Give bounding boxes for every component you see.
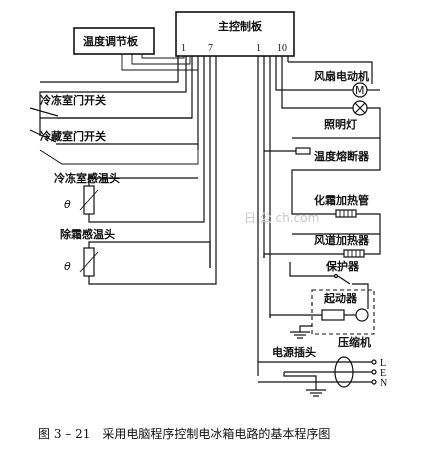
freezer-sensor: 冷冻室感温头 θ (54, 171, 205, 223)
defrost-heater-label: 化霜加热管 (314, 193, 369, 207)
terminal-E: E (380, 368, 386, 379)
light-bulb: 照明灯 (281, 100, 381, 138)
protector: 保护器 (289, 259, 360, 285)
main-control-board-title: 主控制板 (218, 19, 263, 33)
plug-ground-icon (283, 372, 326, 397)
freezer-door-switch: 冷冻室门开关 (29, 93, 192, 119)
fridge-door-switch-label: 冷藏室门开关 (40, 129, 106, 143)
main-control-board: 主控制板 1 7 1 10 (175, 11, 295, 57)
starter-label: 起动器 (323, 291, 358, 305)
defrost-sensor-label: 除霜感温头 (60, 227, 115, 241)
light-label: 照明灯 (324, 117, 357, 131)
duct-heater: 风道加热器 (263, 233, 381, 258)
duct-heater-label: 风道加热器 (314, 233, 370, 247)
pin-left-7: 7 (208, 43, 213, 54)
pin-left-1: 1 (181, 43, 186, 54)
terminal-N: N (380, 378, 387, 389)
power-plug-label: 电源插头 (272, 345, 316, 359)
freezer-door-switch-label: 冷冻室门开关 (40, 93, 106, 107)
defrost-theta-icon: θ (64, 260, 71, 273)
thermal-fuse-label: 温度熔断器 (314, 149, 370, 163)
protector-label: 保护器 (325, 259, 360, 273)
freezer-sensor-label: 冷冻室感温头 (54, 171, 120, 185)
right-wire-bundle (257, 56, 289, 376)
defrost-sensor: 除霜感温头 θ (60, 227, 217, 285)
fridge-door-switch: 冷藏室门开关 (29, 129, 199, 165)
watermark: 日 公 ch.com (244, 211, 319, 225)
defrost-heater: 化霜加热管 (291, 190, 381, 234)
power-plug: 电源插头 L E N (258, 345, 387, 389)
terminal-L: L (380, 358, 386, 369)
thermal-fuse: 温度熔断器 (264, 137, 381, 190)
left-wire-bundle (39, 56, 217, 278)
fan-motor: 风扇电动机 M (275, 61, 380, 98)
temp-adjust-board: 温度调节板 (73, 27, 155, 55)
fan-motor-label: 风扇电动机 (314, 69, 369, 83)
compressor-label: 压缩机 (338, 335, 371, 349)
motor-icon: M (355, 84, 365, 97)
compressor-ground-icon (290, 325, 312, 339)
freezer-theta-icon: θ (64, 198, 71, 211)
pin-right-10: 10 (277, 43, 287, 54)
pin-right-1: 1 (256, 43, 261, 54)
temp-adjust-board-label: 温度调节板 (83, 34, 139, 48)
starter-box: 起动器 压缩机 (269, 283, 375, 349)
figure-caption: 图 3 – 21 采用电脑程序控制电冰箱电路的基本程序图 (38, 426, 330, 441)
